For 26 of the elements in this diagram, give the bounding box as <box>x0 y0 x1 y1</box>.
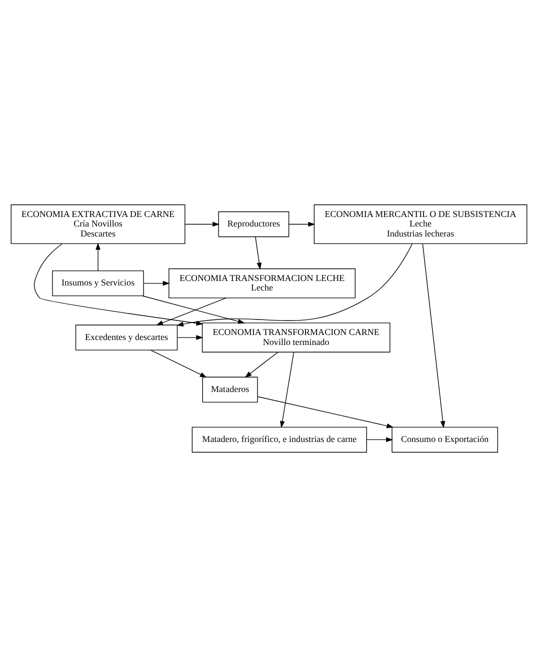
arrow <box>366 436 394 442</box>
node-box: Consumo o Exportación <box>392 426 498 452</box>
arrow <box>255 236 262 270</box>
node-box: Insumos y Servicios <box>52 270 144 296</box>
node-box: ECONOMIA EXTRACTIVA DE CARNE Cría Novillos Descartes <box>10 204 186 244</box>
arrow <box>288 221 316 226</box>
arrow <box>150 349 207 378</box>
arrow <box>280 351 294 428</box>
arrow <box>34 243 204 326</box>
arrow <box>257 396 394 428</box>
node-box: ECONOMIA MERCANTIL O DE SUBSISTENCIA Leche Industrias lecheras <box>314 204 528 244</box>
arrow <box>184 221 220 226</box>
node-box: ECONOMIA TRANSFORMACION LECHE Leche <box>168 268 356 298</box>
arrow <box>96 242 100 271</box>
arrow <box>143 280 170 286</box>
node-box: Reproductores <box>218 210 290 237</box>
arrow <box>177 334 204 340</box>
node-box: Matadero, frigorífico, e industrias de carne <box>192 426 367 452</box>
arrow <box>176 243 413 326</box>
node-box: Mataderos <box>202 376 258 402</box>
arrow <box>422 242 446 428</box>
arrow <box>156 297 227 325</box>
arrow <box>142 295 245 324</box>
arrow <box>244 351 278 378</box>
node-box: Excedentes y descartes <box>75 324 178 350</box>
node-box: ECONOMIA TRANSFORMACION CARNE Novillo terminado <box>202 322 390 352</box>
